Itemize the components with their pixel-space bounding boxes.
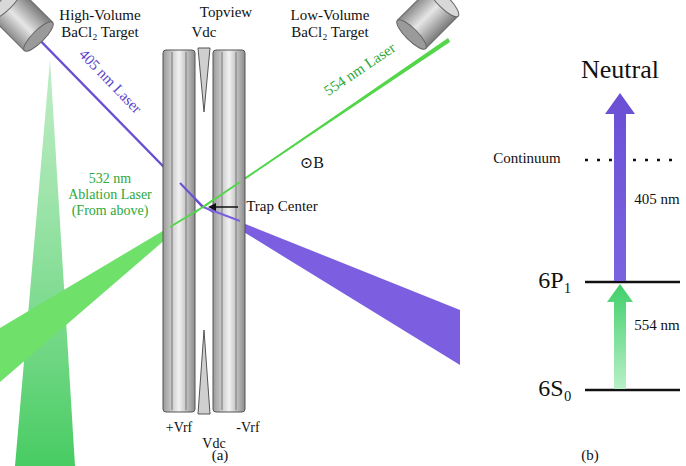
energy-level xyxy=(585,281,680,284)
green-beam xyxy=(203,182,240,207)
state-label: Continuum xyxy=(482,150,572,167)
electrode-label: -Vrf xyxy=(230,420,266,436)
field-label: ⊙B⃗ xyxy=(298,154,338,172)
electrode-label: Vdc xyxy=(184,24,224,41)
laser-label: 532 nm Ablation Laser (From above) xyxy=(66,171,154,219)
rod-edge xyxy=(172,52,173,410)
target-cylinder xyxy=(393,0,462,53)
target-label: Low-Volume BaCl₂ Target xyxy=(284,7,376,42)
pointer-label: Trap Center xyxy=(240,198,324,215)
electrode-label: +Vrf xyxy=(161,420,197,436)
energy-level xyxy=(585,389,680,392)
laser-label: 405 nm Laser xyxy=(66,36,155,127)
pointer-line xyxy=(213,206,238,208)
wavelength-label: 405 nm xyxy=(631,191,683,208)
violet-beam xyxy=(203,207,240,221)
rf-rod xyxy=(213,50,245,412)
excitation-arrow xyxy=(607,284,633,389)
rod-edge xyxy=(222,52,223,410)
panel-label: (a) xyxy=(205,447,235,464)
dc-needle xyxy=(198,48,210,112)
dc-needle xyxy=(198,330,210,414)
laser-label: 554 nm Laser xyxy=(310,32,411,108)
continuum-line xyxy=(585,159,680,162)
ablation-beam xyxy=(15,60,75,466)
target-cylinder xyxy=(0,0,57,55)
view-label: Topview xyxy=(186,4,266,21)
rod-edge xyxy=(236,52,237,410)
wavelength-label: 554 nm xyxy=(631,317,683,334)
panel-label: (b) xyxy=(575,447,605,464)
violet-beam xyxy=(180,183,203,207)
rf-rod xyxy=(163,50,195,412)
green-beam xyxy=(170,207,203,227)
level-label: 6P₁ xyxy=(530,267,580,295)
ionization-arrow xyxy=(605,93,635,281)
rod-edge xyxy=(186,52,187,410)
state-label: Neutral xyxy=(565,55,675,85)
target-label: High-Volume BaCl₂ Target xyxy=(54,7,146,42)
pointer-head xyxy=(208,203,216,211)
level-label: 6S₀ xyxy=(530,375,580,403)
